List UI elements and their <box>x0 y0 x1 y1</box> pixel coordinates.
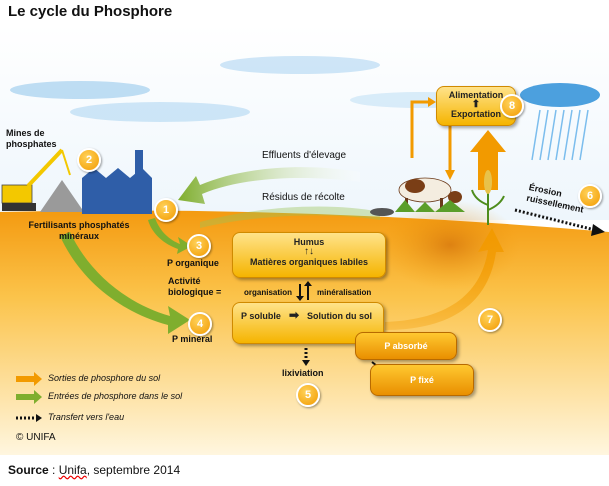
harvest-arrow <box>470 130 506 190</box>
fertiliser-arrow-organic <box>148 218 192 254</box>
rain <box>531 109 589 161</box>
arrow-right-icon: ➡ <box>289 308 300 322</box>
source-line: Source : Unifa, septembre 2014 <box>8 463 180 477</box>
legend-out-arrow <box>16 372 42 386</box>
step-7-badge: 7 <box>478 308 502 332</box>
ore-pile <box>40 180 84 212</box>
up-down-arrows-icon: ↑↓ <box>304 246 314 257</box>
effluent-arrow <box>178 167 360 204</box>
label-organisation: organisation <box>244 288 293 297</box>
label-p-mineral: P minéral <box>172 334 213 344</box>
step-8-badge: 8 <box>500 94 524 118</box>
page-title: Le cycle du Phosphore <box>8 3 173 20</box>
export-line-head <box>445 170 455 180</box>
step-6-badge: 6 <box>578 184 602 208</box>
humus-box: Humus ↑↓ Matières organiques labiles <box>232 232 386 278</box>
label-effluents: Effluents d'élevage <box>262 150 347 161</box>
mine-excavator <box>1 148 71 211</box>
label-mineralisation: minéralisation <box>317 288 372 297</box>
cloud <box>70 102 250 122</box>
step-4-badge: 4 <box>188 312 212 336</box>
residue-pile <box>370 208 394 216</box>
matieres-label: Matières organiques labiles <box>249 257 369 267</box>
step-3-badge: 3 <box>187 234 211 258</box>
feed-line <box>410 100 428 158</box>
label-fertilisants: Fertilisants phosphatés minéraux <box>28 220 130 241</box>
p-absorbe-box: P absorbé <box>355 332 457 360</box>
fertiliser-arrow-mineral <box>60 232 190 334</box>
cloud <box>10 81 150 99</box>
solution-label: Solution du sol <box>307 311 372 321</box>
label-residus: Résidus de récolte <box>262 192 345 203</box>
label-mines: Mines de phosphates <box>6 128 57 149</box>
solution-box: P soluble ➡ Solution du sol <box>232 302 384 344</box>
label-p-organique: P organique <box>167 258 219 268</box>
source-separator: : <box>48 463 59 477</box>
legend-in-arrow <box>16 390 42 404</box>
grass <box>395 200 465 212</box>
p-fixe-box: P fixé <box>370 364 474 396</box>
p-soluble-label: P soluble <box>241 311 281 321</box>
erosion-arrow <box>514 208 596 232</box>
exportation-label: Exportation <box>450 109 501 119</box>
label-lixiviation: lixiviation <box>282 368 324 378</box>
rain-cloud <box>520 83 600 107</box>
step-1-badge: 1 <box>154 198 178 222</box>
legend-transfert: Transfert vers l'eau <box>48 412 125 422</box>
plant <box>471 170 505 225</box>
humus-label: Humus <box>293 237 325 247</box>
cloud <box>220 56 380 74</box>
erosion-arrow-head <box>591 224 605 236</box>
up-arrow-icon: ⬆ <box>471 99 481 110</box>
source-date: , septembre 2014 <box>86 463 181 477</box>
label-activite: Activité biologique = <box>168 276 222 297</box>
uptake-arrow <box>385 228 504 330</box>
alimentation-label: Alimentation <box>448 90 504 100</box>
residue-arrow <box>200 206 380 228</box>
copyright: © UNIFA <box>16 432 56 443</box>
source-unifa: Unifa <box>58 463 87 477</box>
source-label: Source <box>8 463 49 477</box>
step-5-badge: 5 <box>296 383 320 407</box>
feed-line-head <box>428 97 436 107</box>
legend-sorties: Sorties de phosphore du sol <box>48 373 161 383</box>
step-2-badge: 2 <box>77 148 101 172</box>
factory <box>82 150 152 214</box>
legend-entrees: Entrées de phosphore dans le sol <box>48 391 183 401</box>
